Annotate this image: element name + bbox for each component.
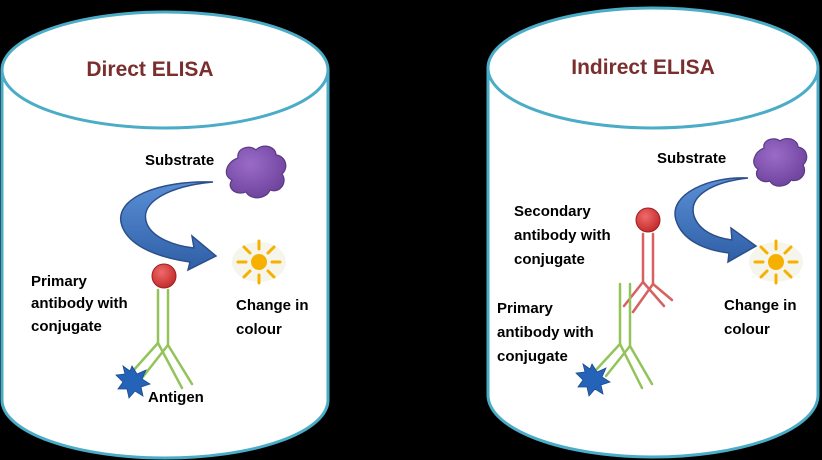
left-substrate-label: Substrate (145, 152, 214, 169)
left-primary-antibody-label: Primary antibody with conjugate (31, 273, 132, 335)
left-cylinder-top (0, 10, 330, 130)
left-substrate-blob-icon (225, 145, 287, 199)
right-substrate-label: Substrate (657, 150, 726, 167)
right-conjugate-enzyme (635, 207, 661, 233)
right-colour-change-sun-icon (749, 239, 803, 285)
left-antigen-label: Antigen (148, 389, 204, 406)
left-primary-antibody-icon (130, 288, 194, 390)
right-antigen-icon (575, 363, 611, 397)
right-substrate-blob-icon (753, 137, 808, 187)
right-primary-antibody-label: Primary antibody with conjugate (497, 300, 598, 365)
left-reaction-arrow-icon (119, 181, 218, 272)
right-secondary-antibody-icon (622, 232, 674, 314)
right-cylinder-top (486, 6, 820, 130)
direct-elisa-title: Direct ELISA (86, 58, 213, 81)
left-colour-change-sun-icon (232, 239, 286, 285)
left-antigen-icon (115, 365, 151, 399)
indirect-elisa-panel: Indirect ELISA Substrate Change in colou… (486, 6, 820, 459)
right-primary-antibody-icon (594, 282, 654, 390)
indirect-elisa-title: Indirect ELISA (571, 56, 715, 79)
right-reaction-arrow-icon (674, 177, 758, 264)
direct-elisa-panel: Direct ELISA Substrate Change in colour (0, 10, 330, 460)
right-secondary-antibody-label: Secondary antibody with conjugate (514, 203, 615, 268)
left-conjugate-enzyme (151, 263, 177, 289)
right-change-label: Change in colour (724, 297, 801, 338)
left-change-label: Change in colour (236, 297, 313, 338)
